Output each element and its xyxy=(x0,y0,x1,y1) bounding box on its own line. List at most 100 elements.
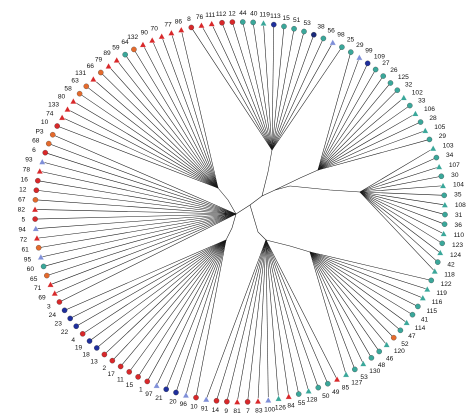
leaf-branch xyxy=(205,239,267,400)
leaf-label: 108 xyxy=(455,202,466,209)
leaf-label: 89 xyxy=(103,50,111,57)
tree-backbone-branch xyxy=(289,185,361,193)
leaf-label: 118 xyxy=(444,271,455,278)
leaf-circle-marker xyxy=(219,19,225,26)
leaf-label: 32 xyxy=(405,82,413,89)
leaf-branch xyxy=(221,22,273,151)
leaf-branch xyxy=(86,86,219,189)
tree-backbone-branch xyxy=(225,213,237,241)
leaf-triangle-marker xyxy=(383,341,391,348)
leaf-label: 122 xyxy=(441,281,452,288)
leaf-branch xyxy=(50,213,237,285)
leaf-label: 7 xyxy=(246,408,250,415)
leaf-circle-marker xyxy=(315,384,322,391)
leaf-branch xyxy=(271,31,305,151)
leaf-branch xyxy=(120,239,227,367)
leaf-branch xyxy=(271,42,333,151)
leaf-branch xyxy=(317,82,391,171)
leaf-label: 28 xyxy=(429,115,437,122)
leaf-triangle-marker xyxy=(153,381,161,389)
leaf-triangle-marker xyxy=(38,158,46,165)
leaf-branch xyxy=(317,121,421,171)
leaf-triangle-marker xyxy=(31,205,39,213)
leaf-branch xyxy=(76,239,227,327)
leaf-label: 96 xyxy=(180,401,188,408)
leaf-branch xyxy=(309,251,394,338)
leaf-circle-marker xyxy=(394,87,401,93)
leaf-branch xyxy=(317,130,426,171)
leaf-label: 19 xyxy=(75,344,83,351)
leaf-label: 66 xyxy=(87,63,95,70)
leaf-branch xyxy=(317,90,398,171)
leaf-branch xyxy=(271,46,343,151)
leaf-label: 128 xyxy=(306,397,317,404)
leaf-branch xyxy=(133,49,219,189)
leaf-circle-marker xyxy=(67,315,73,322)
leaf-circle-marker xyxy=(376,348,382,355)
leaf-circle-marker xyxy=(86,338,93,344)
leaf-circle-marker xyxy=(409,311,416,318)
leaf-branch xyxy=(54,213,237,294)
leaf-label: 61 xyxy=(21,247,29,254)
leaf-label: 44 xyxy=(239,10,247,17)
leaf-triangle-marker xyxy=(264,396,272,403)
leaf-label: 5 xyxy=(21,217,25,224)
leaf-triangle-marker xyxy=(440,230,448,237)
leaf-label: 124 xyxy=(450,252,461,259)
leaf-branch xyxy=(317,75,384,171)
leaf-label: 86 xyxy=(175,19,183,26)
leaf-circle-marker xyxy=(135,374,141,380)
leaf-branch xyxy=(359,148,434,193)
leaf-branch xyxy=(40,213,237,258)
leaf-label: 94 xyxy=(18,227,26,234)
leaf-branch xyxy=(236,239,267,403)
leaf-triangle-marker xyxy=(69,97,77,105)
leaf-branch xyxy=(35,199,237,215)
leaf-label: 22 xyxy=(61,329,69,336)
leaf-branch xyxy=(35,213,237,220)
leaf-branch xyxy=(317,97,404,171)
leaf-circle-marker xyxy=(390,334,397,341)
leaf-label: 109 xyxy=(374,53,385,60)
leaf-label: 105 xyxy=(434,124,445,131)
leaf-branch xyxy=(271,28,295,151)
leaf-branch xyxy=(181,29,219,189)
leaf-label: 98 xyxy=(337,32,345,39)
leaf-branch xyxy=(271,34,315,151)
leaf-triangle-marker xyxy=(105,62,113,69)
leaf-triangle-marker xyxy=(275,394,283,402)
leaf-label: 42 xyxy=(447,262,455,269)
leaf-circle-marker xyxy=(250,19,256,26)
leaf-branch xyxy=(257,239,267,402)
leaf-label: 14 xyxy=(212,407,220,414)
leaf-branch xyxy=(309,251,401,331)
leaf-label: P3 xyxy=(36,128,44,135)
leaf-branch xyxy=(309,251,387,345)
leaf-branch xyxy=(108,65,219,189)
leaf-branch xyxy=(317,52,352,171)
leaf-branch xyxy=(73,101,219,189)
leaf-circle-marker xyxy=(240,19,246,25)
leaf-branch xyxy=(82,239,227,335)
leaf-label: 27 xyxy=(382,60,390,67)
leaf-circle-marker xyxy=(76,90,83,97)
leaf-circle-marker xyxy=(295,391,302,397)
leaf-branch xyxy=(309,251,347,375)
leaf-circle-marker xyxy=(61,307,68,314)
tree-branches xyxy=(217,149,361,253)
leaf-label: 127 xyxy=(351,379,362,386)
leaf-triangle-marker xyxy=(435,163,443,170)
leaf-circle-marker xyxy=(229,19,236,25)
leaf-triangle-marker xyxy=(51,289,59,297)
leaf-label: 56 xyxy=(327,27,335,34)
leaf-label: 29 xyxy=(356,42,364,49)
tree-backbone-branch xyxy=(265,239,311,253)
leaf-branch xyxy=(142,44,219,189)
tree-backbone-branch xyxy=(249,204,267,241)
leaf-triangle-marker xyxy=(139,41,147,48)
leaf-circle-marker xyxy=(325,380,331,387)
leaf-label: 10 xyxy=(190,404,198,411)
leaf-branch xyxy=(265,239,279,399)
leaf-label: 65 xyxy=(30,276,38,283)
leaf-label: 12 xyxy=(228,10,236,17)
